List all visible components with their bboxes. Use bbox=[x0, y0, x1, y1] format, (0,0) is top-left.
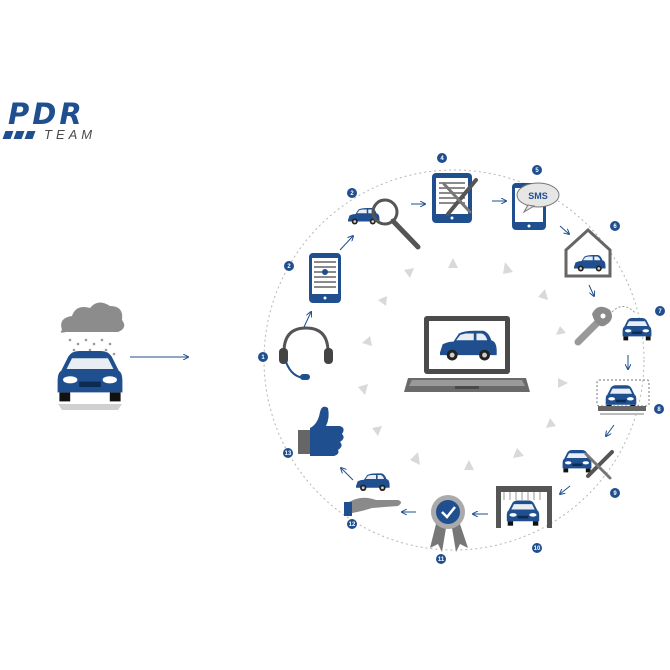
step-marker-4: 4 bbox=[437, 153, 447, 163]
sms-text: SMS bbox=[528, 191, 548, 201]
svg-text:4: 4 bbox=[440, 156, 444, 162]
step-4-tablet-tools-icon bbox=[432, 173, 478, 223]
step-marker-1: 1 bbox=[258, 352, 268, 362]
svg-text:2: 2 bbox=[287, 264, 291, 270]
svg-text:8: 8 bbox=[657, 407, 661, 413]
svg-text:1: 1 bbox=[261, 355, 265, 361]
step-13-thumbs-up-icon bbox=[298, 406, 344, 456]
brand-logo-main: PDR bbox=[8, 97, 85, 131]
step-6-garage-icon bbox=[564, 227, 612, 278]
step-marker-11: 11 bbox=[436, 554, 446, 564]
step-marker-7: 7 bbox=[655, 306, 665, 316]
step-marker-10: 10 bbox=[532, 543, 542, 553]
svg-text:13: 13 bbox=[285, 451, 292, 457]
step-marker-13: 13 bbox=[283, 448, 293, 458]
step-marker-9: 9 bbox=[610, 488, 620, 498]
step-marker-8: 8 bbox=[654, 404, 664, 414]
step-7-car-key-icon bbox=[574, 306, 652, 346]
step-marker-5: 5 bbox=[532, 165, 542, 175]
step-arrows bbox=[303, 201, 628, 514]
step-9-car-repair-icon bbox=[562, 450, 614, 480]
hail-storm-car-icon bbox=[57, 302, 125, 410]
svg-text:7: 7 bbox=[658, 309, 662, 315]
step-11-quality-badge-icon bbox=[430, 495, 468, 552]
step-marker-2: 2 bbox=[284, 261, 294, 271]
radiating-triangles bbox=[358, 258, 568, 470]
svg-text:11: 11 bbox=[438, 557, 445, 563]
step-8-car-lift-icon bbox=[596, 379, 650, 415]
step-3-car-magnifier-icon bbox=[348, 198, 421, 250]
step-number-markers: 1 2 2 4 5 6 7 8 9 10 11 12 13 bbox=[258, 153, 665, 564]
step-10-car-wash-icon bbox=[496, 486, 552, 528]
svg-text:9: 9 bbox=[613, 491, 617, 497]
svg-text:12: 12 bbox=[349, 522, 356, 528]
step-marker-12: 12 bbox=[347, 519, 357, 529]
step-1-headset-icon bbox=[279, 326, 333, 380]
brand-logo-sub: TEAM bbox=[44, 127, 97, 142]
svg-text:2: 2 bbox=[350, 191, 354, 197]
step-5-sms-phone-icon: SMS bbox=[512, 182, 560, 230]
svg-text:6: 6 bbox=[613, 224, 617, 230]
svg-text:10: 10 bbox=[534, 546, 541, 552]
svg-text:5: 5 bbox=[535, 168, 539, 174]
step-marker-6: 6 bbox=[610, 221, 620, 231]
step-marker-3: 2 bbox=[347, 188, 357, 198]
laptop-car-icon bbox=[404, 316, 530, 392]
step-12-car-hand-delivery-icon bbox=[344, 473, 401, 516]
step-2-tablet-form-icon bbox=[309, 253, 341, 303]
